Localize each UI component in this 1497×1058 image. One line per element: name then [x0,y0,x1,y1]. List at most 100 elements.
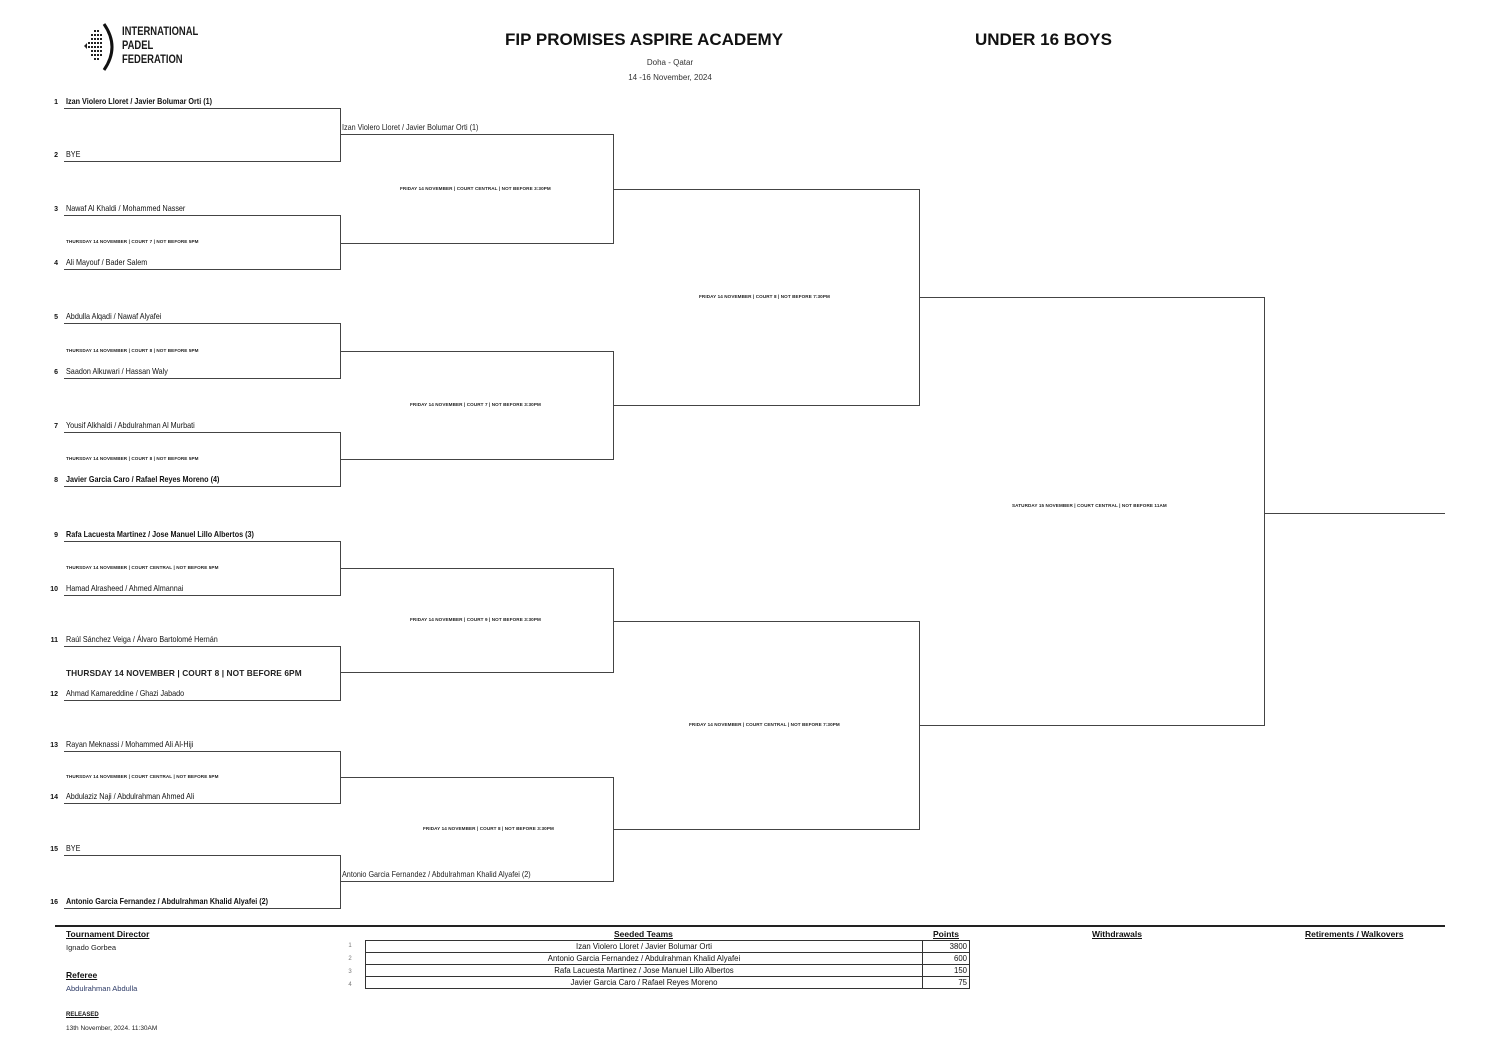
seed-team: Izan Violero Lloret / Javier Bolumar Ort… [365,940,923,953]
match-schedule: THURSDAY 14 NOVEMBER | COURT CENTRAL | N… [66,565,219,570]
draw-position-number: 14 [50,794,58,801]
draw-position-number: 11 [50,637,58,644]
draw-position-number: 13 [50,742,58,749]
draw-line [64,855,340,856]
seed-row: Rafa Lacuesta Martinez / Jose Manuel Lil… [365,964,970,977]
bracket-connector [613,568,614,673]
draw-entry[interactable]: Abdulla Alqadi / Nawaf Alyafei [66,312,162,321]
draw-position-number: 6 [54,369,58,376]
draw-position-number: 12 [50,691,58,698]
match-schedule: THURSDAY 14 NOVEMBER | COURT 8 | NOT BEF… [66,456,199,461]
draw-line [64,108,340,109]
seed-row: Antonio Garcia Fernandez / Abdulrahman K… [365,952,970,965]
seeded-teams-label: Seeded Teams [614,929,673,939]
seed-points: 75 [922,976,970,989]
logo-line: PADEL [122,40,154,52]
draw-line [613,621,919,622]
draw-line [340,881,613,882]
draw-position-number: 15 [50,846,58,853]
logo-line: FEDERATION [122,54,183,66]
draw-line [340,777,613,778]
retirements-walkovers-label: Retirements / Walkovers [1305,929,1404,939]
draw-line [64,378,340,379]
seeded-teams-table: Izan Violero Lloret / Javier Bolumar Ort… [365,940,970,989]
draw-entry[interactable]: Antonio Garcia Fernandez / Abdulrahman K… [66,897,269,906]
draw-entry[interactable]: Rafa Lacuesta Martinez / Jose Manuel Lil… [66,530,254,539]
draw-category: UNDER 16 BOYS [975,30,1112,49]
draw-line [64,161,340,162]
draw-line [64,700,340,701]
draw-entry[interactable]: Hamad Alrasheed / Ahmed Almannai [66,584,184,593]
draw-position-number: 9 [54,532,58,539]
bracket-connector [1264,297,1265,726]
seed-row: Izan Violero Lloret / Javier Bolumar Ort… [365,940,970,953]
draw-entry[interactable]: Abdulaziz Naji / Abdulrahman Ahmed Ali [66,792,195,801]
draw-line [919,297,1264,298]
round2-entry[interactable]: Antonio Garcia Fernandez / Abdulrahman K… [342,870,531,879]
draw-entry[interactable]: Raúl Sánchez Veiga / Álvaro Bartolomé He… [66,635,218,644]
released-label: RELEASED [66,1012,99,1018]
draw-position-number: 16 [50,899,58,906]
seed-index: 4 [348,982,352,988]
logo-line: INTERNATIONAL [122,26,199,38]
champion-line [1264,513,1445,514]
draw-position-number: 2 [54,152,58,159]
draw-entry[interactable]: Yousif Alkhaldi / Abdulrahman Al Murbati [66,421,195,430]
round2-entry[interactable]: Izan Violero Lloret / Javier Bolumar Ort… [342,123,479,132]
referee-label: Referee [66,970,98,980]
seed-points: 600 [922,952,970,965]
draw-entry[interactable]: Rayan Meknassi / Mohammed Ali Al-Hiji [66,740,194,749]
draw-position-number: 4 [54,260,58,267]
match-schedule: THURSDAY 14 NOVEMBER | COURT CENTRAL | N… [66,774,219,779]
match-schedule: THURSDAY 14 NOVEMBER | COURT 8 | NOT BEF… [66,348,199,353]
match-schedule: THURSDAY 14 NOVEMBER | COURT 7 | NOT BEF… [66,239,199,244]
footer-divider [55,925,1445,927]
draw-entry[interactable]: Ahmad Kamareddine / Ghazi Jabado [66,689,185,698]
draw-line [340,459,613,460]
draw-entry[interactable]: BYE [66,150,81,159]
seed-points: 150 [922,964,970,977]
draw-line [64,486,340,487]
draw-line [64,323,340,324]
match-schedule: THURSDAY 14 NOVEMBER | COURT 8 | NOT BEF… [66,668,302,678]
seed-index: 3 [348,969,352,975]
draw-line [64,803,340,804]
match-schedule: FRIDAY 14 NOVEMBER | COURT 9 | NOT BEFOR… [410,617,541,622]
draw-entry[interactable]: Javier Garcia Caro / Rafael Reyes Moreno… [66,475,220,484]
seed-row: Javier Garcia Caro / Rafael Reyes Moreno… [365,976,970,989]
draw-entry[interactable]: Izan Violero Lloret / Javier Bolumar Ort… [66,97,213,106]
match-schedule: FRIDAY 14 NOVEMBER | COURT 7 | NOT BEFOR… [410,402,541,407]
tournament-director-name: Ignado Gorbea [66,943,117,952]
seed-index: 1 [348,943,352,949]
draw-line [340,568,613,569]
draw-entry[interactable]: Ali Mayouf / Bader Salem [66,258,148,267]
fip-logo-text: INTERNATIONAL PADEL FEDERATION [122,25,198,67]
tournament-dates: 14 -16 November, 2024 [628,73,712,82]
draw-line [613,405,919,406]
draw-entry[interactable]: Saadon Alkuwari / Hassan Waly [66,367,168,376]
draw-position-number: 1 [54,99,58,106]
seed-team: Rafa Lacuesta Martinez / Jose Manuel Lil… [365,964,923,977]
match-schedule: FRIDAY 14 NOVEMBER | COURT 8 | NOT BEFOR… [699,294,830,299]
tournament-title: FIP PROMISES ASPIRE ACADEMY [505,30,784,49]
draw-line [64,595,340,596]
draw-line [64,908,340,909]
withdrawals-label: Withdrawals [1092,929,1142,939]
draw-line [64,646,340,647]
bracket-connector [340,855,341,909]
tournament-location: Doha - Qatar [646,58,694,67]
draw-position-number: 5 [54,314,58,321]
seed-index-column: 1 2 3 4 [340,940,360,992]
match-schedule: FRIDAY 14 NOVEMBER | COURT CENTRAL | NOT… [400,186,551,191]
draw-line [340,134,613,135]
draw-position-number: 7 [54,423,58,430]
referee-name: Abdulrahman Abdulla [66,984,138,993]
draw-entry[interactable]: BYE [66,844,81,853]
draw-line [340,672,613,673]
draw-line [64,269,340,270]
draw-line [64,541,340,542]
draw-entry[interactable]: Nawaf Al Khaldi / Mohammed Nasser [66,204,186,213]
tournament-director-label: Tournament Director [66,929,150,939]
draw-line [64,432,340,433]
draw-line [64,215,340,216]
